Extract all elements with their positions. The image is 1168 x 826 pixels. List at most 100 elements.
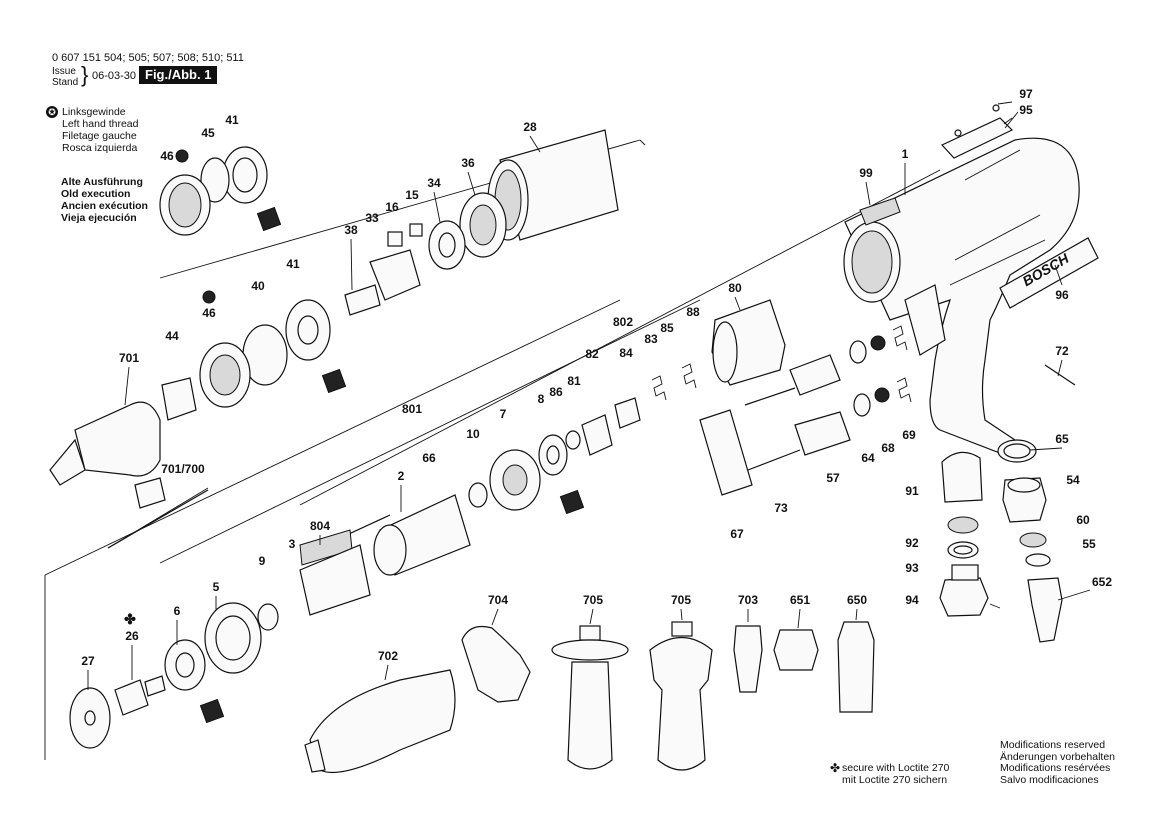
- spindle-assembly-upper: [344, 129, 619, 316]
- callout-46-middle: 46: [202, 306, 216, 320]
- callout-99: 99: [859, 166, 873, 180]
- callout-54: 54: [1066, 473, 1080, 487]
- stand-label: Stand: [52, 77, 79, 88]
- callout-16: 16: [385, 200, 399, 214]
- issue-stand-label: Issue Stand: [52, 66, 82, 88]
- left-hand-thread-markers: ✤: [124, 149, 216, 627]
- callout-57: 57: [826, 471, 840, 485]
- callout-38: 38: [344, 223, 358, 237]
- callout-91: 91: [905, 484, 919, 498]
- valve-parts: [699, 299, 1076, 496]
- left-hand-thread-icon: ✪: [46, 106, 58, 118]
- callout-65: 65: [1055, 432, 1069, 446]
- old-execution-line-2: Old execution: [61, 188, 131, 200]
- air-inlet-parts: [997, 439, 1063, 643]
- callout-82: 82: [585, 347, 599, 361]
- callout-80: 80: [728, 281, 742, 295]
- callout-72: 72: [1055, 344, 1069, 358]
- callout-97: 97: [1019, 87, 1033, 101]
- callout-84: 84: [619, 346, 633, 360]
- callout-801: 801: [402, 402, 422, 416]
- brace-glyph: }: [81, 62, 89, 87]
- callout-3: 3: [289, 537, 296, 551]
- callout-41-upper: 41: [225, 113, 239, 127]
- figure-tag: Fig./Abb. 1: [139, 66, 218, 84]
- callout-6: 6: [174, 604, 181, 618]
- callout-33: 33: [365, 211, 379, 225]
- callout-55: 55: [1082, 537, 1096, 551]
- leader-lines: [87, 101, 1091, 690]
- loctite-note: ✤ secure with Loctite 270 mit Loctite 27…: [830, 762, 949, 786]
- issue-label: Issue: [52, 66, 76, 77]
- callout-labels: 97 95 1 99 96 72 80 802 85 88 82 84 83 8…: [81, 87, 1112, 668]
- legend-line-3: Filetage gauche: [62, 130, 137, 142]
- callout-44: 44: [165, 329, 179, 343]
- callout-34: 34: [427, 176, 441, 190]
- loctite-icon: ✤: [830, 761, 841, 775]
- legend-line-1: Linksgewinde: [62, 106, 126, 118]
- callout-15: 15: [405, 188, 419, 202]
- air-motor-assembly: [164, 449, 541, 724]
- callout-1: 1: [902, 147, 909, 161]
- callout-704: 704: [488, 593, 508, 607]
- callout-10: 10: [466, 427, 480, 441]
- left-hand-thread-legend: ✪ Linksgewinde Left hand thread Filetage…: [46, 106, 138, 154]
- callout-95: 95: [1019, 103, 1033, 117]
- callout-45: 45: [201, 126, 215, 140]
- callout-703: 703: [738, 593, 758, 607]
- modifications-line-3: Modifications resérvées: [1000, 762, 1111, 774]
- old-execution-line-3: Ancien exécution: [61, 200, 148, 212]
- callout-81: 81: [567, 374, 581, 388]
- cap-and-seal-parts: [939, 451, 989, 617]
- callout-802: 802: [613, 315, 633, 329]
- callout-46-upper: 46: [160, 149, 174, 163]
- callout-85: 85: [660, 321, 674, 335]
- callout-7: 7: [500, 407, 507, 421]
- loctite-line-2: mit Loctite 270 sichern: [842, 774, 948, 786]
- legend-line-4: Rosca izquierda: [62, 142, 138, 154]
- callout-28: 28: [523, 120, 537, 134]
- modifications-note: Modifications reserved Änderungen vorbeh…: [1000, 739, 1116, 786]
- callout-8: 8: [538, 392, 545, 406]
- callout-27: 27: [81, 654, 95, 668]
- callout-73: 73: [774, 501, 788, 515]
- bearing-set-middle: [161, 299, 347, 421]
- callout-705-left: 705: [583, 593, 603, 607]
- reverse-valve-parts: [538, 363, 697, 515]
- callout-67: 67: [730, 527, 744, 541]
- callout-5: 5: [213, 580, 220, 594]
- callout-94: 94: [905, 593, 919, 607]
- callout-652: 652: [1092, 575, 1112, 589]
- callout-702: 702: [378, 649, 398, 663]
- callout-66: 66: [422, 451, 436, 465]
- callout-86: 86: [549, 385, 563, 399]
- callout-9: 9: [259, 554, 266, 568]
- rating-plate: [941, 104, 1019, 159]
- bearing-set-upper: [159, 146, 282, 236]
- callout-36: 36: [461, 156, 475, 170]
- callout-92: 92: [905, 536, 919, 550]
- loctite-line-1: secure with Loctite 270: [842, 762, 950, 774]
- callout-60: 60: [1076, 513, 1090, 527]
- modifications-line-4: Salvo modificaciones: [1000, 773, 1099, 786]
- part-numbers: 0 607 151 504; 505; 507; 508; 510; 511: [52, 52, 244, 64]
- accessories: [304, 621, 875, 773]
- callout-83: 83: [644, 332, 658, 346]
- modifications-line-2: Änderungen vorbehalten: [1000, 750, 1116, 763]
- modifications-line-1: Modifications reserved: [1000, 739, 1106, 751]
- loctite-marker-icon: ✤: [124, 611, 136, 627]
- callout-651: 651: [790, 593, 810, 607]
- callout-68: 68: [881, 441, 895, 455]
- issue-date: 06-03-30: [92, 70, 137, 82]
- callout-705-right: 705: [671, 593, 691, 607]
- callout-96: 96: [1055, 288, 1069, 302]
- callout-2: 2: [398, 469, 405, 483]
- old-execution-line-4: Vieja ejecución: [61, 212, 137, 224]
- motor-housing: [843, 137, 1080, 456]
- callout-26: 26: [125, 629, 139, 643]
- old-execution-legend: Alte Ausführung Old execution Ancien exé…: [61, 176, 148, 224]
- drill-chuck: [49, 401, 209, 549]
- callout-40: 40: [251, 279, 265, 293]
